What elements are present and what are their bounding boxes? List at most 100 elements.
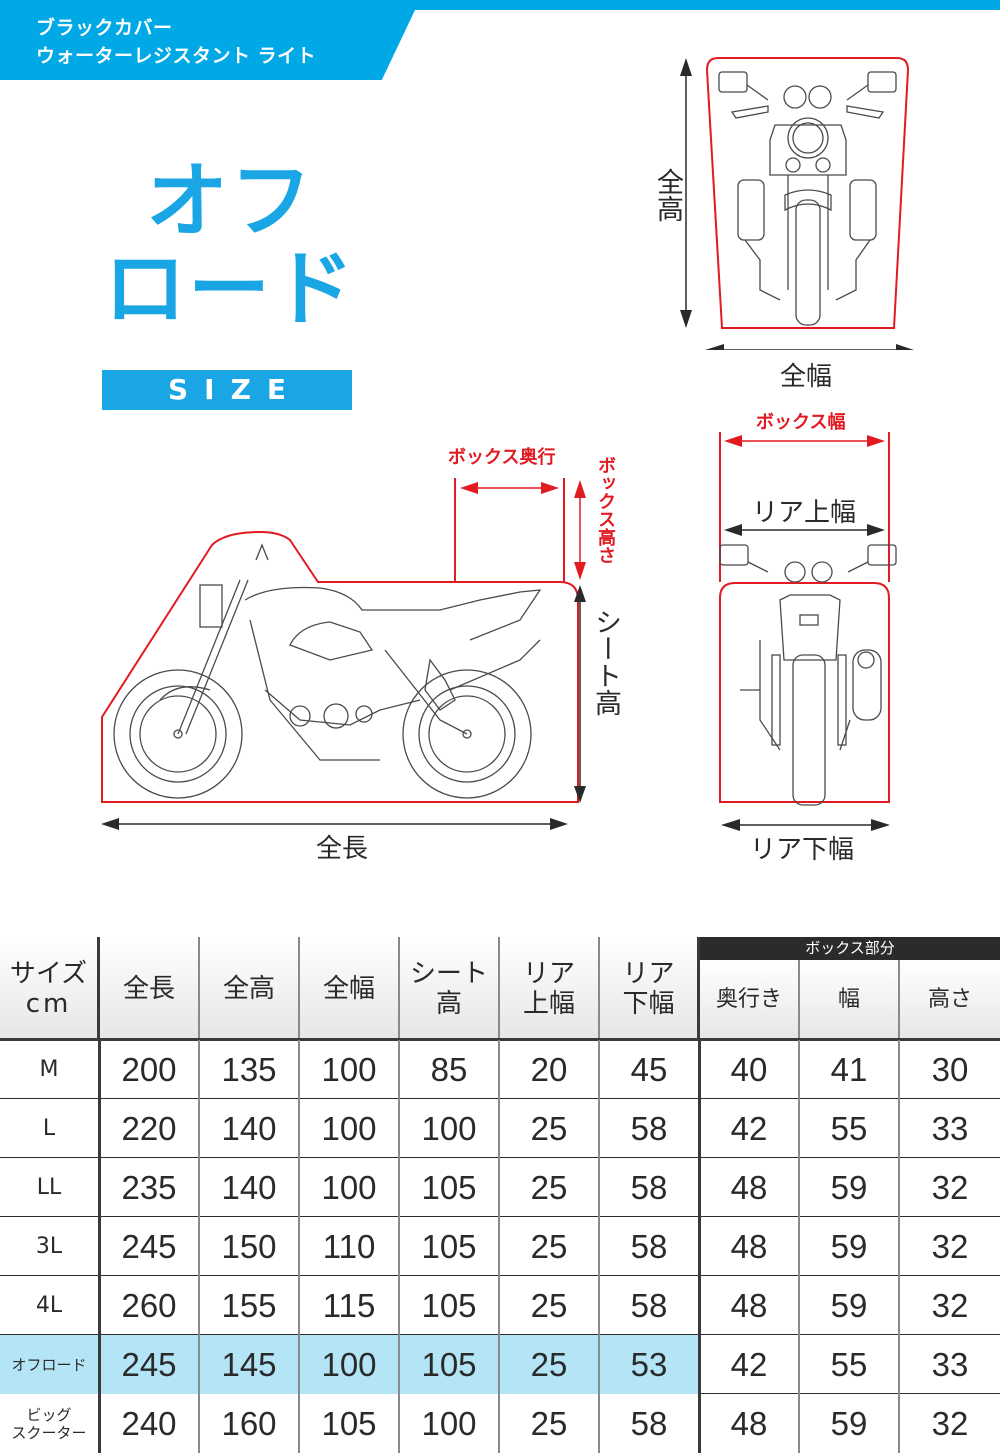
header-divider <box>0 1038 1000 1041</box>
header-box-group: ボックス部分 <box>700 937 1000 960</box>
table-row: L 220 140 100 100 25 58 42 55 33 <box>0 1099 1000 1158</box>
cell-size: 4L <box>0 1276 100 1335</box>
header-box-width: 幅 <box>800 960 900 1040</box>
header-rear-bottom-width: リア 下幅 <box>600 937 700 1040</box>
cell-total-length: 240 <box>100 1394 200 1453</box>
front-height-label: 全高 <box>652 168 683 222</box>
cell-size: 3L <box>0 1217 100 1276</box>
header-rear-top-width: リア 上幅 <box>500 937 600 1040</box>
cell-total-length: 245 <box>100 1217 200 1276</box>
table-row: M 200 135 100 85 20 45 40 41 30 <box>0 1040 1000 1099</box>
banner-line-1: ブラックカバー <box>36 17 173 39</box>
page-title: オフ ロード <box>100 158 360 334</box>
front-width-label: 全幅 <box>780 362 833 392</box>
rear-view-diagram <box>719 432 897 831</box>
cell-total-height: 135 <box>200 1040 300 1099</box>
box-depth-label: ボックス奥行 <box>448 447 556 468</box>
front-view-diagram <box>680 57 914 350</box>
cell-box-depth: 48 <box>700 1276 800 1335</box>
total-length-label: 全長 <box>316 834 369 864</box>
cell-box-height: 33 <box>931 1345 969 1383</box>
cell-size: L <box>0 1099 100 1158</box>
cell-box-height: 30 <box>931 1050 969 1088</box>
cell-box-width: 41 <box>800 1040 900 1099</box>
seat-height-label: シート高 <box>590 608 621 716</box>
cell-box-height: 32 <box>931 1227 969 1265</box>
cell-size: M <box>0 1040 100 1099</box>
table-body: M 200 135 100 85 20 45 40 41 30 L 220 14… <box>0 1040 1000 1453</box>
cell-box-height: 32 <box>931 1286 969 1324</box>
rear-bottom-width-label: リア下幅 <box>750 835 855 865</box>
table-row: ビッグ スクーター 240 160 105 100 25 58 48 59 32 <box>0 1394 1000 1453</box>
cell-total-height: 160 <box>200 1394 300 1453</box>
cell-total-length: 200 <box>100 1040 200 1099</box>
cell-rear-bottom-width: 53 <box>600 1335 700 1394</box>
cell-total-height: 140 <box>200 1099 300 1158</box>
header-size: サイズ cm <box>0 937 100 1040</box>
cell-seat-height: 105 <box>400 1276 500 1335</box>
cell-rear-top-width: 25 <box>500 1276 600 1335</box>
cell-seat-height: 85 <box>400 1040 500 1099</box>
cell-total-length: 245 <box>100 1335 200 1394</box>
cell-seat-height: 105 <box>400 1335 500 1394</box>
cell-total-height: 145 <box>200 1335 300 1394</box>
cell-total-width: 100 <box>300 1040 400 1099</box>
header-total-height: 全高 <box>200 937 300 1040</box>
cell-seat-height: 100 <box>400 1099 500 1158</box>
table-row: 4L 260 155 115 105 25 58 48 59 32 <box>0 1276 1000 1335</box>
banner <box>0 0 415 80</box>
cell-box-width: 55 <box>800 1099 900 1158</box>
banner-text: ブラックカバー ウォーターレジスタント ライト <box>36 14 316 70</box>
cell-total-length: 260 <box>100 1276 200 1335</box>
cell-total-width: 110 <box>300 1217 400 1276</box>
header-total-width: 全幅 <box>300 937 400 1040</box>
cell-rear-top-width: 20 <box>500 1040 600 1099</box>
cell-total-height: 140 <box>200 1158 300 1217</box>
cell-rear-top-width: 25 <box>500 1394 600 1453</box>
cell-rear-top-width: 25 <box>500 1158 600 1217</box>
banner-strip <box>0 0 1000 10</box>
cell-rear-top-width: 25 <box>500 1217 600 1276</box>
cell-rear-bottom-width: 58 <box>600 1394 700 1453</box>
cell-box-width: 59 <box>800 1394 900 1453</box>
cell-seat-height: 105 <box>400 1217 500 1276</box>
cell-rear-bottom-width: 58 <box>600 1217 700 1276</box>
cell-box-height: 32 <box>931 1404 969 1442</box>
cell-rear-top-width: 25 <box>500 1335 600 1394</box>
cell-total-width: 100 <box>300 1099 400 1158</box>
size-column-divider <box>98 1040 101 1453</box>
side-view-diagram <box>101 478 586 830</box>
cell-box-depth: 42 <box>700 1335 800 1394</box>
cell-total-width: 100 <box>300 1335 400 1394</box>
header-box-height: 高さ <box>900 960 1000 1040</box>
box-width-label: ボックス幅 <box>756 412 846 433</box>
size-table: サイズ cm 全長 全高 全幅 シート 高 リア 上幅 リア 下幅 ボックス部分… <box>0 937 1000 1453</box>
title-line-2: ロード <box>103 242 356 337</box>
title-line-1: オフ <box>145 154 314 249</box>
header-total-length: 全長 <box>100 937 200 1040</box>
cell-box-width: 59 <box>800 1217 900 1276</box>
cell-total-height: 150 <box>200 1217 300 1276</box>
cell-box-depth: 48 <box>700 1217 800 1276</box>
size-label-bar: SIZE <box>102 370 352 410</box>
table-row: LL 235 140 100 105 25 58 48 59 32 <box>0 1158 1000 1217</box>
cell-box-height: 33 <box>931 1109 969 1147</box>
cell-total-height: 155 <box>200 1276 300 1335</box>
table-row-highlighted: オフロード 245 145 100 105 25 53 42 55 33 <box>0 1335 1000 1394</box>
rear-top-width-label: リア上幅 <box>752 498 857 528</box>
cell-rear-bottom-width: 45 <box>600 1040 700 1099</box>
cell-seat-height: 105 <box>400 1158 500 1217</box>
table-row: 3L 245 150 110 105 25 58 48 59 32 <box>0 1217 1000 1276</box>
cell-rear-bottom-width: 58 <box>600 1276 700 1335</box>
cell-box-height: 32 <box>931 1168 969 1206</box>
cell-size: LL <box>0 1158 100 1217</box>
box-section-divider <box>698 1040 701 1453</box>
table-header: サイズ cm 全長 全高 全幅 シート 高 リア 上幅 リア 下幅 ボックス部分… <box>0 937 1000 1041</box>
cell-total-width: 105 <box>300 1394 400 1453</box>
cell-rear-bottom-width: 58 <box>600 1158 700 1217</box>
cell-size: オフロード <box>0 1335 100 1394</box>
cell-total-length: 220 <box>100 1099 200 1158</box>
cell-rear-bottom-width: 58 <box>600 1099 700 1158</box>
cell-box-depth: 42 <box>700 1099 800 1158</box>
cell-box-width: 59 <box>800 1276 900 1335</box>
